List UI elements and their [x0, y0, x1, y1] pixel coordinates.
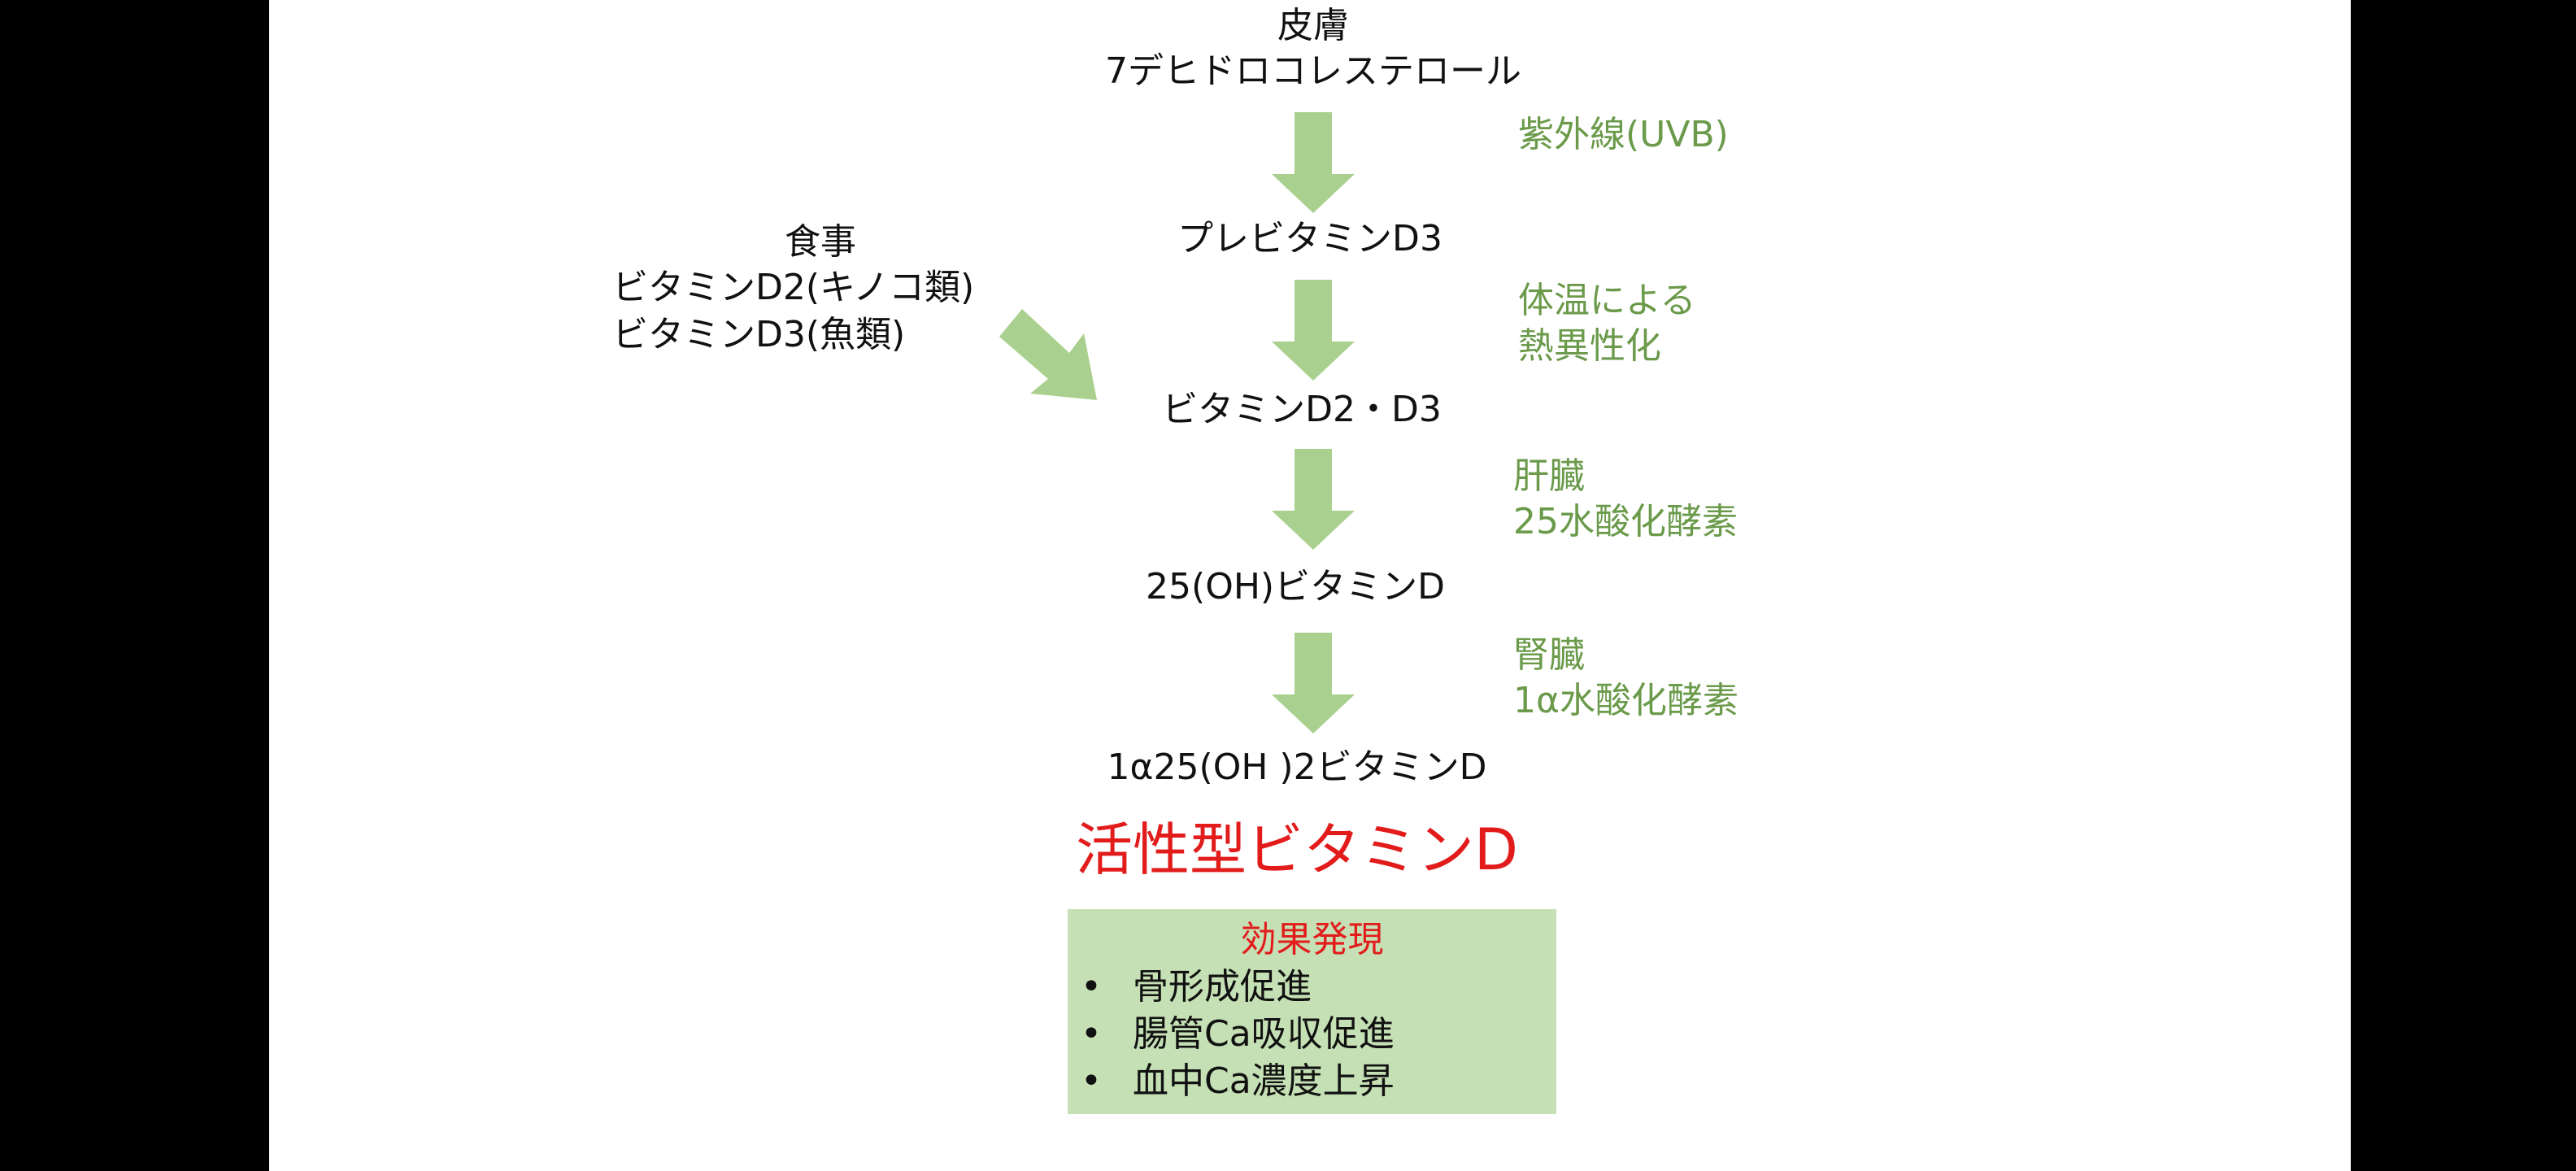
arrow-down-icon: [1272, 112, 1355, 213]
1a25oh2-vitamin-d-label: 1α25(OH )2ビタミンD: [1107, 747, 1487, 788]
step-heat-label-line2: 熱異性化: [1518, 325, 1661, 367]
effects-title: 効果発現: [1240, 919, 1384, 960]
step-liver-label-line2: 25水酸化酵素: [1513, 501, 1738, 542]
effects-box: 効果発現 •骨形成促進 •腸管Ca吸収促進 •血中Ca濃度上昇: [1068, 909, 1556, 1114]
effect-item: • 腸管Ca吸収促進: [1081, 1016, 1395, 1052]
step-liver-label-line1: 肝臓: [1513, 455, 1585, 497]
diet-vitamin-d2-label: ビタミンD2(キノコ類): [612, 267, 975, 308]
bullet-icon: •: [1081, 1060, 1102, 1102]
arrow-down-icon: [1272, 280, 1355, 381]
effect-item-label: 血中Ca濃度上昇: [1133, 1060, 1395, 1102]
effect-item-label: 腸管Ca吸収促進: [1133, 1013, 1395, 1055]
active-vitamin-d-label: 活性型ビタミンD: [1076, 816, 1518, 883]
source-skin-label: 皮膚: [1277, 5, 1349, 46]
slide: 皮膚 7デヒドロコレステロール 紫外線(UVB) プレビタミンD3 体温による …: [269, 0, 2351, 1171]
diet-vitamin-d3-label: ビタミンD3(魚類): [612, 314, 906, 355]
effect-item-label: 骨形成促進: [1133, 966, 1312, 1008]
source-7dhc-label: 7デヒドロコレステロール: [1105, 50, 1521, 92]
bullet-icon: •: [1081, 1013, 1102, 1055]
step-kidney-label-line2: 1α水酸化酵素: [1513, 680, 1738, 721]
arrow-diagonal-icon: [999, 309, 1097, 400]
step-heat-label-line1: 体温による: [1518, 280, 1696, 321]
arrow-down-icon: [1272, 633, 1355, 734]
vitamin-d2-d3-label: ビタミンD2・D3: [1162, 389, 1442, 430]
diet-title: 食事: [785, 221, 856, 263]
arrow-down-icon: [1272, 449, 1355, 550]
step-uvb-label: 紫外線(UVB): [1518, 114, 1729, 155]
effect-item: • 骨形成促進: [1081, 969, 1312, 1005]
step-kidney-label-line1: 腎臓: [1513, 634, 1585, 676]
effect-item: •血中Ca濃度上昇: [1081, 1064, 1395, 1099]
bullet-icon: •: [1081, 966, 1102, 1008]
25oh-vitamin-d-label: 25(OH)ビタミンD: [1146, 566, 1445, 607]
previtamin-d3-label: プレビタミンD3: [1177, 218, 1442, 259]
